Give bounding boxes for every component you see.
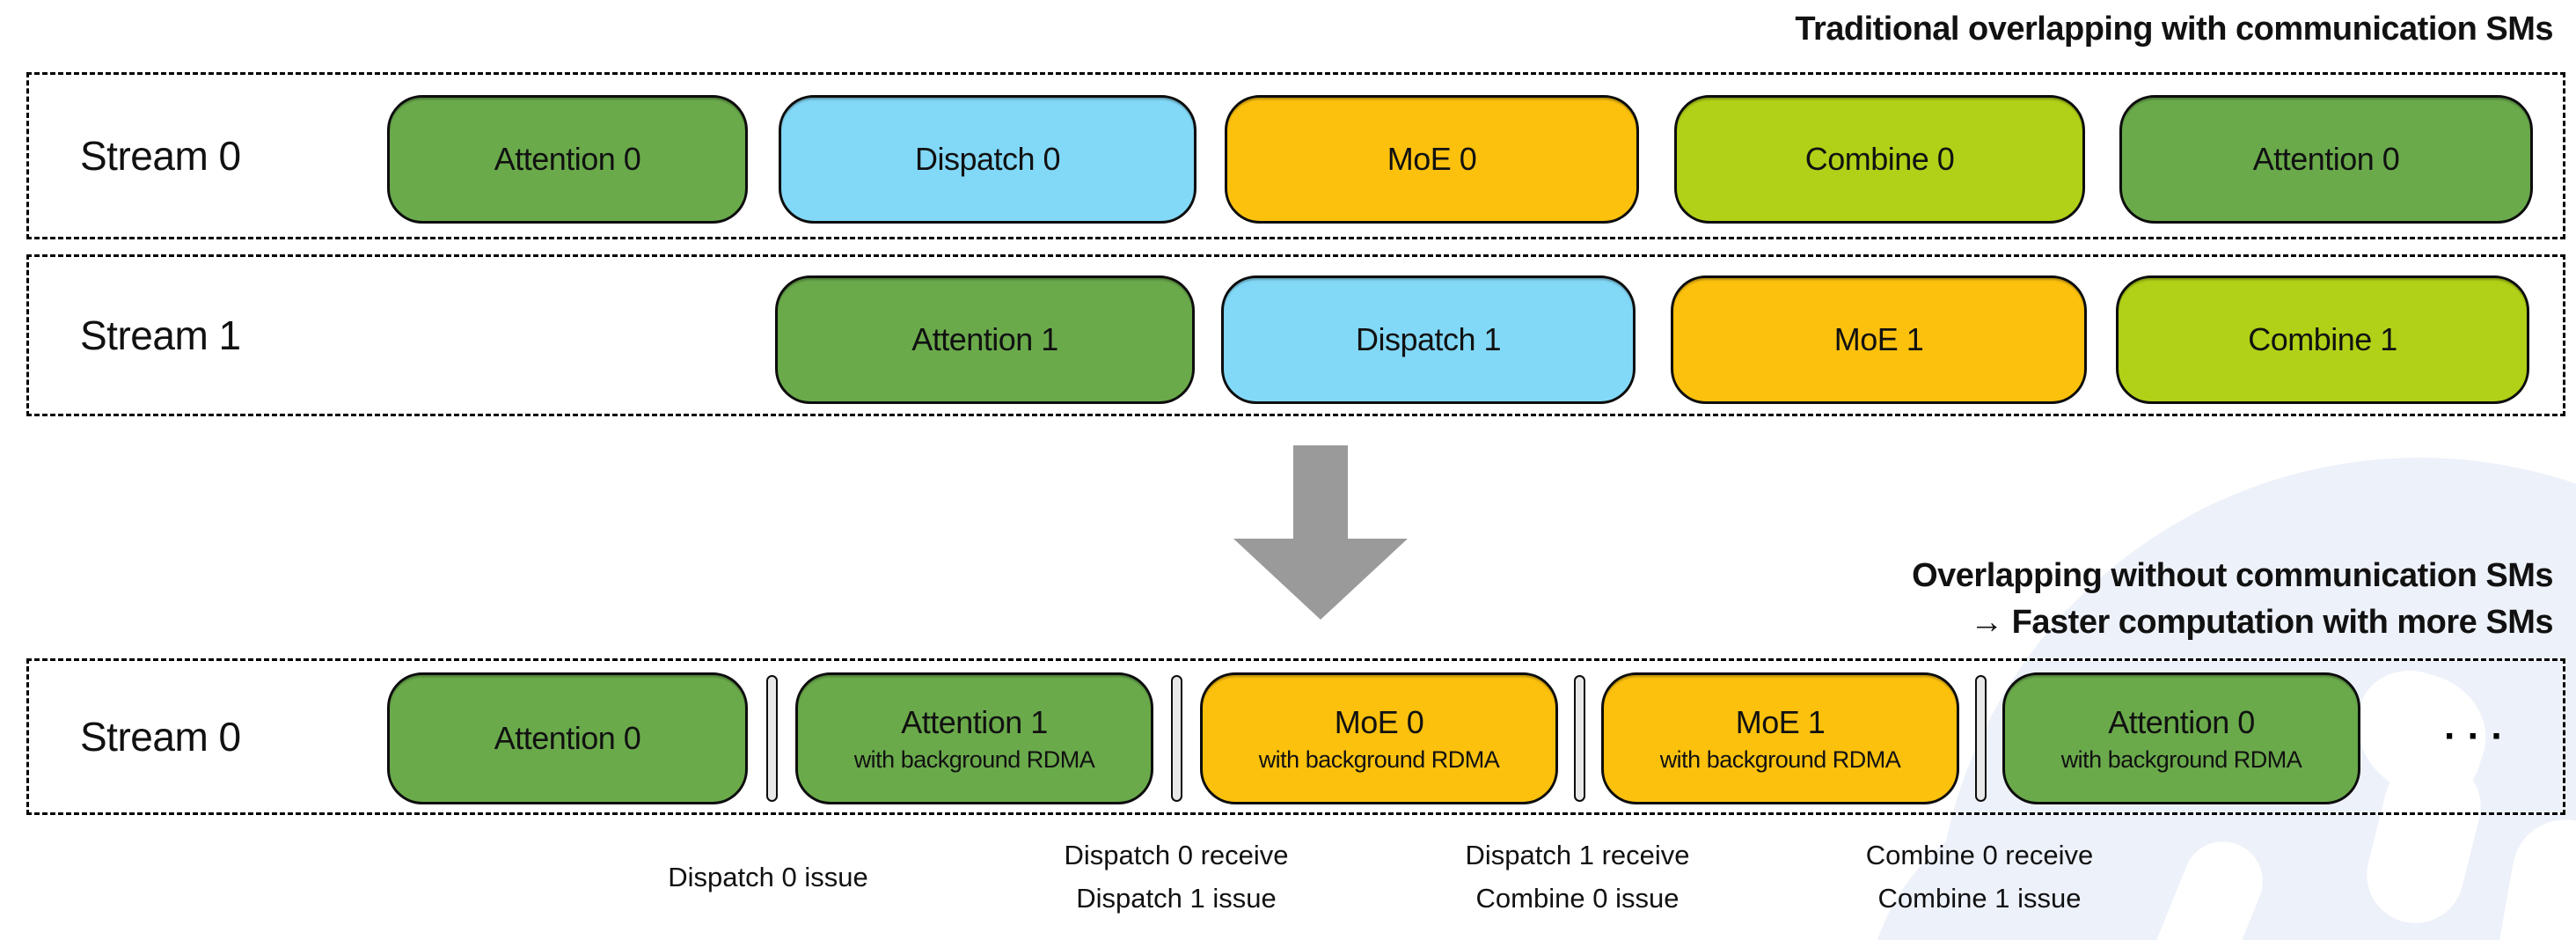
block-sublabel: with background RDMA (1659, 745, 1901, 773)
block-attention-0: Attention 0 (387, 95, 748, 224)
block-label: MoE 1 (1833, 321, 1924, 357)
block-moe-0-rdma: MoE 0 with background RDMA (1200, 672, 1558, 804)
block-label: Attention 1 (911, 321, 1058, 357)
block-label: Dispatch 1 (1355, 321, 1502, 357)
block-moe-1: MoE 1 (1671, 275, 2087, 404)
panel-stream1-traditional: Stream 1 Attention 1 Dispatch 1 MoE 1 Co… (26, 254, 2565, 416)
annotation-line: Dispatch 1 receive (1465, 840, 1690, 870)
block-dispatch-1: Dispatch 1 (1221, 275, 1636, 404)
block-label: Dispatch 0 (914, 141, 1061, 177)
annotation-combine0-receive-combine1-issue: Combine 0 receive Combine 1 issue (1866, 832, 2093, 922)
annotation-line: Combine 1 issue (1877, 883, 2082, 914)
stream0-label: Stream 0 (80, 133, 241, 179)
annotation-line: Dispatch 0 receive (1064, 840, 1289, 870)
watermark-shape (2115, 829, 2275, 940)
block-moe-1-rdma: MoE 1 with background RDMA (1601, 672, 1959, 804)
annotation-line: Dispatch 0 issue (668, 861, 868, 892)
separator-bar (1574, 675, 1585, 802)
block-label: Attention 0 (494, 141, 641, 177)
annotation-dispatch0-issue: Dispatch 0 issue (668, 832, 867, 922)
block-label: Attention 0 (2252, 141, 2400, 177)
block-combine-1: Combine 1 (2116, 275, 2529, 404)
annotation-line: Combine 0 issue (1475, 883, 1680, 914)
block-label: Attention 1 (901, 703, 1048, 740)
stream1-label: Stream 1 (80, 312, 241, 358)
block-label: Combine 0 (1804, 141, 1955, 177)
block-label: MoE 0 (1387, 141, 1477, 177)
block-label: Combine 1 (2248, 321, 2397, 357)
separator-bar (1171, 675, 1182, 802)
title-overlapping-without-comm-sms: Overlapping without communication SMs → … (1912, 553, 2553, 646)
annotation-line: Combine 0 receive (1865, 840, 2094, 870)
block-label: Attention 0 (2108, 703, 2255, 740)
annotation-line: Dispatch 1 issue (1076, 883, 1277, 914)
block-combine-0: Combine 0 (1674, 95, 2085, 224)
title-line-1: Overlapping without communication SMs (1912, 557, 2553, 594)
block-attention-0-rdma: Attention 0 with background RDMA (2002, 672, 2360, 804)
title-traditional-overlapping: Traditional overlapping with communicati… (1795, 11, 2553, 48)
continuation-ellipsis: ··· (2444, 715, 2514, 758)
block-sublabel: with background RDMA (853, 745, 1095, 773)
watermark-shape (2476, 811, 2576, 940)
annotation-dispatch0-receive-dispatch1-issue: Dispatch 0 receive Dispatch 1 issue (1064, 832, 1288, 922)
block-sublabel: with background RDMA (2060, 745, 2302, 773)
block-dispatch-0: Dispatch 0 (779, 95, 1197, 224)
panel-stream0-traditional: Stream 0 Attention 0 Dispatch 0 MoE 0 Co… (26, 72, 2565, 239)
block-label: Attention 0 (494, 720, 641, 756)
panel-stream0-overlapped: Stream 0 Attention 0 Attention 1 with ba… (26, 658, 2565, 815)
block-attention-0: Attention 0 (387, 672, 748, 804)
block-moe-0: MoE 0 (1225, 95, 1639, 224)
arrow-head (1233, 539, 1408, 620)
block-label: MoE 0 (1334, 703, 1424, 740)
block-attention-0-next: Attention 0 (2119, 95, 2533, 224)
block-sublabel: with background RDMA (1258, 745, 1500, 773)
block-attention-1: Attention 1 (775, 275, 1195, 404)
stream0-label: Stream 0 (80, 714, 241, 760)
annotation-dispatch1-receive-combine0-issue: Dispatch 1 receive Combine 0 issue (1465, 832, 1689, 922)
separator-bar (1975, 675, 1987, 802)
title-line-2: → Faster computation with more SMs (1970, 604, 2553, 641)
block-attention-1-rdma: Attention 1 with background RDMA (795, 672, 1153, 804)
block-label: MoE 1 (1735, 703, 1826, 740)
separator-bar (766, 675, 778, 802)
arrow-shaft (1293, 445, 1348, 540)
